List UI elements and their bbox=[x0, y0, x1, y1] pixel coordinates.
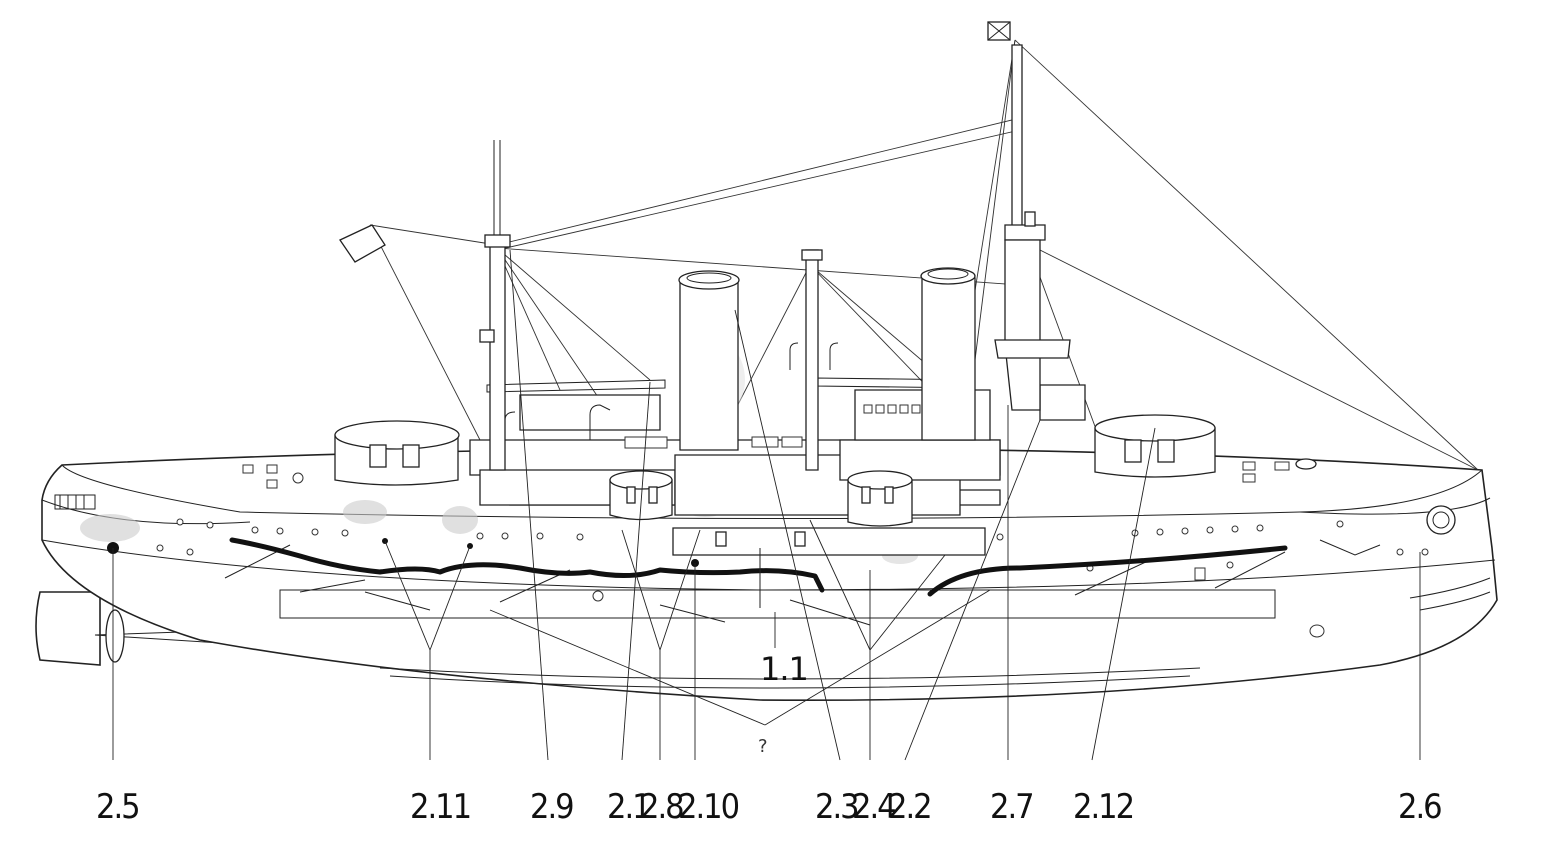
label-2-7: 2.7 bbox=[990, 787, 1033, 827]
label-1-1: 1.1 bbox=[760, 650, 808, 688]
funnel-fore bbox=[921, 277, 976, 441]
callout-labels: 2.5 2.11 2.9 2.1 2.8 2.10 2.3 2.4 2.2 2.… bbox=[96, 650, 1443, 827]
label-2-5: 2.5 bbox=[96, 787, 139, 827]
label-2-8: 2.8 bbox=[640, 787, 683, 827]
propeller bbox=[105, 609, 125, 663]
leader-lines bbox=[112, 249, 1421, 761]
label-2-9: 2.9 bbox=[530, 787, 573, 827]
label-2-2: 2.2 bbox=[888, 787, 931, 827]
masts bbox=[339, 21, 1071, 471]
label-2-1: 2.1 bbox=[607, 787, 650, 827]
deck-fittings bbox=[54, 458, 1456, 608]
funnel-aft bbox=[679, 279, 739, 451]
ensign-flag bbox=[339, 224, 386, 263]
label-2-3: 2.3 bbox=[815, 787, 858, 827]
deck-edge bbox=[61, 464, 1483, 519]
armour-belt bbox=[279, 589, 1276, 619]
label-2-10: 2.10 bbox=[678, 787, 739, 827]
damage-contour-fore bbox=[927, 545, 1288, 597]
rudder bbox=[35, 591, 101, 666]
label-2-4: 2.4 bbox=[852, 787, 895, 827]
label-2-12: 2.12 bbox=[1073, 787, 1133, 827]
label-2-6: 2.6 bbox=[1398, 787, 1441, 827]
label-question: ? bbox=[758, 736, 768, 757]
damage-contour bbox=[229, 537, 825, 593]
label-2-11: 2.11 bbox=[410, 787, 470, 827]
anchor-hawse bbox=[1426, 505, 1456, 535]
